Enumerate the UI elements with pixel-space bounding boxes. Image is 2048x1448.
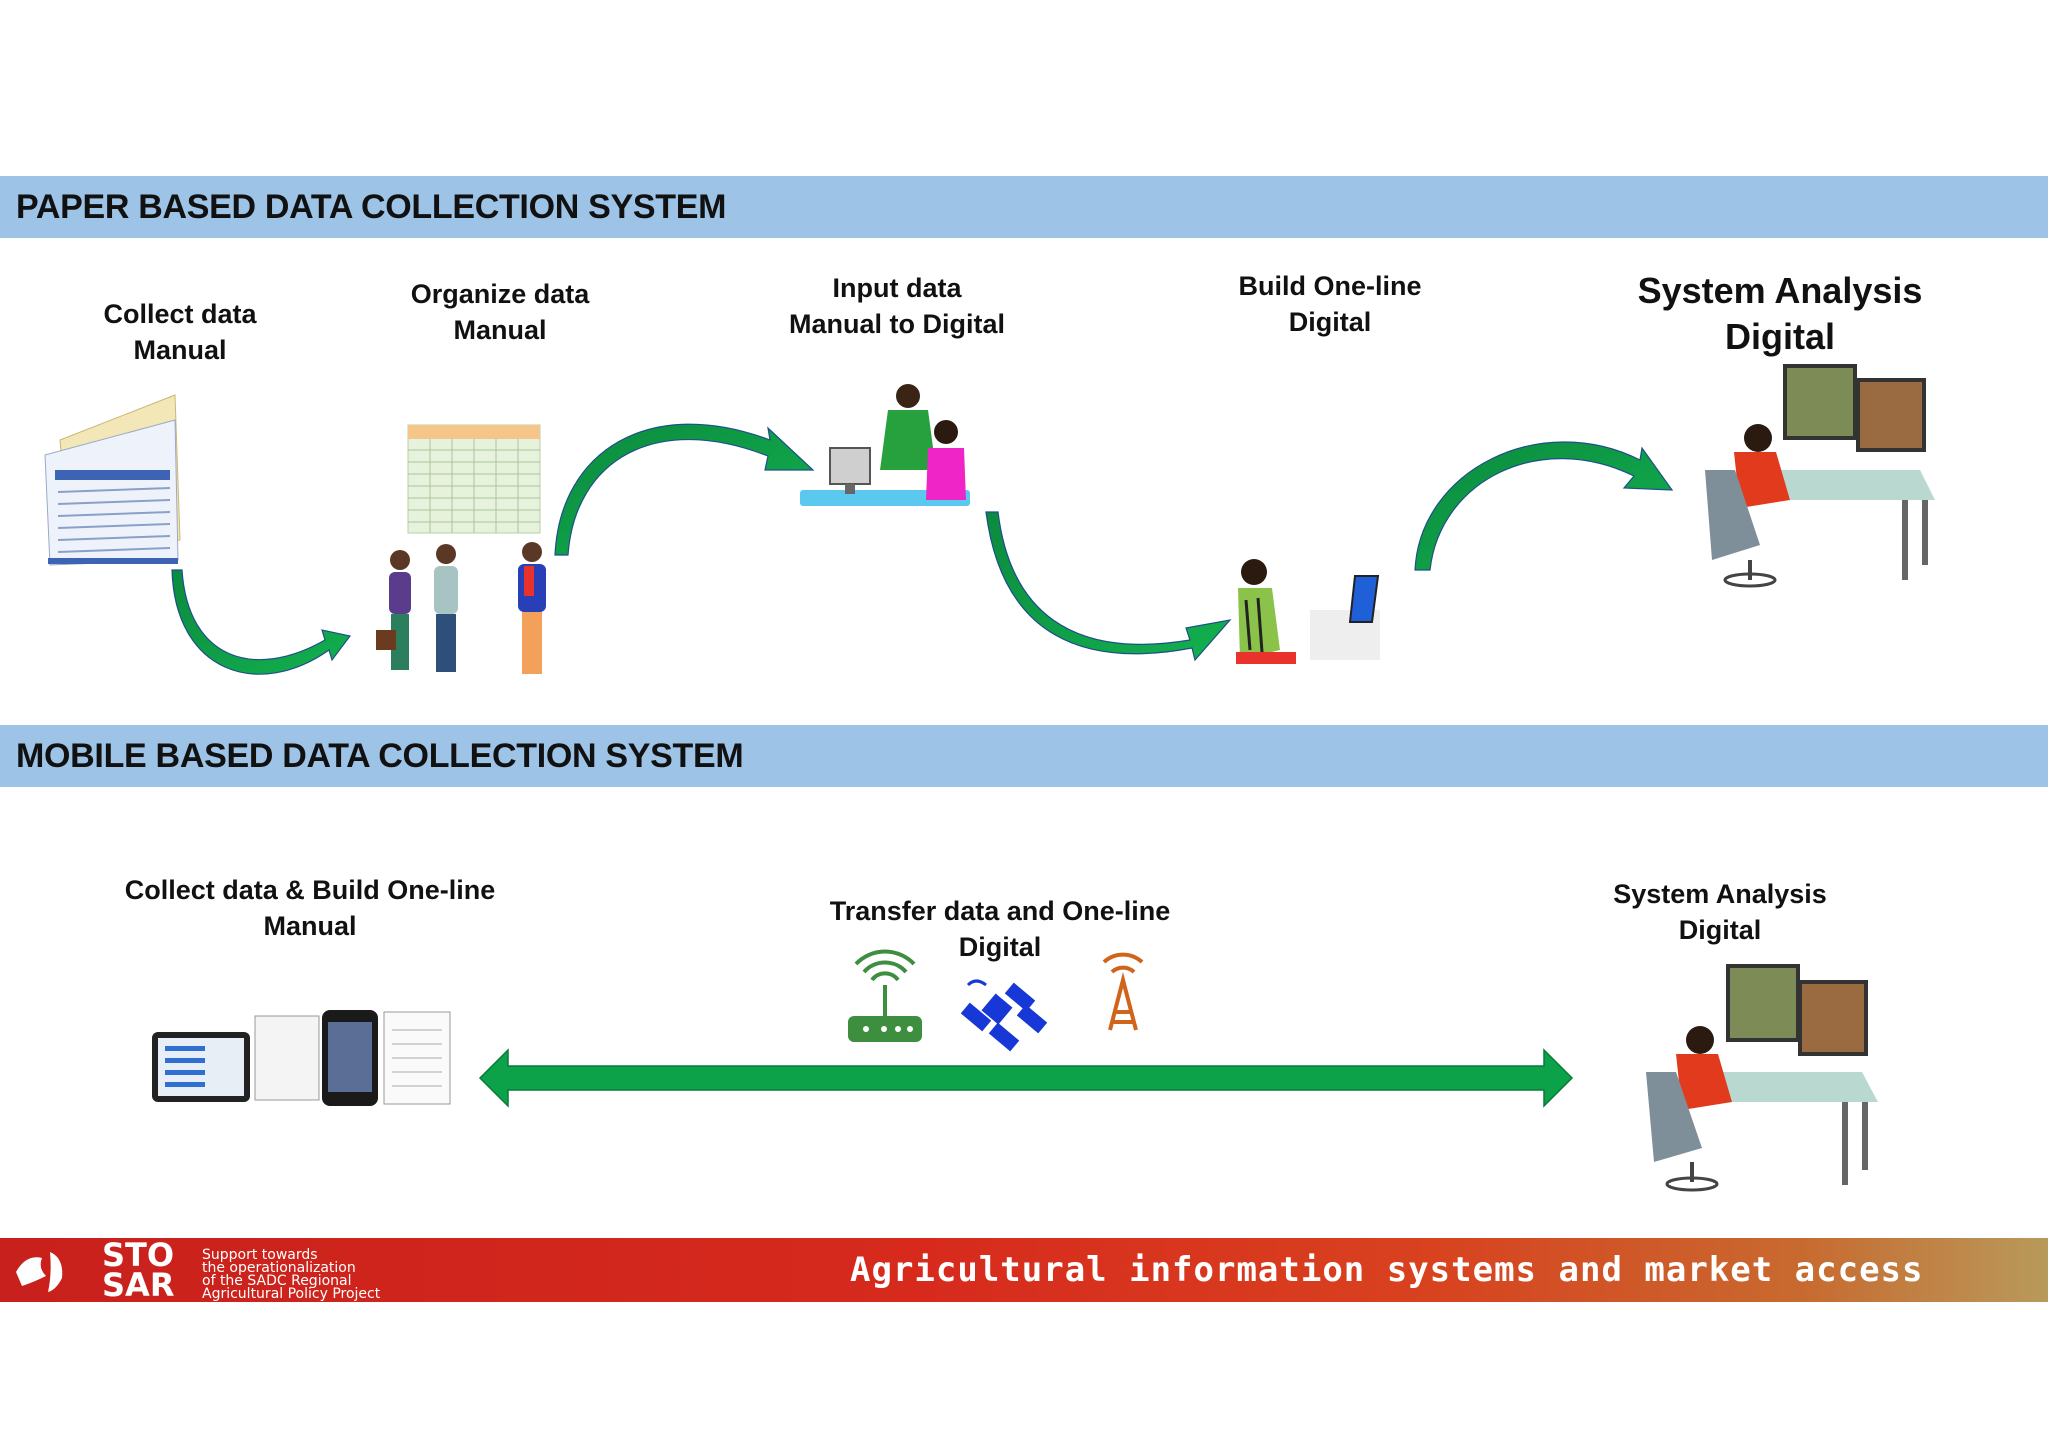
wifi-router-icon [848,949,922,1042]
mobile-step-collect: Collect data & Build One-line Manual [110,872,510,944]
step-mode: Digital [958,932,1042,962]
arrow-build-to-analysis [1414,441,1674,571]
cell-tower-icon [1102,952,1144,1031]
step-mode: Manual [263,911,357,941]
mobile-step-transfer: Transfer data and One-line Digital [810,893,1190,965]
analyst-workstation-image [1705,364,1935,588]
paper-flow-arrows [171,423,1674,675]
step-title: Build One-line [1238,271,1422,301]
logo-text-sar: SAR [102,1268,175,1302]
step-title: Collect data & Build One-line [124,875,496,905]
support-line-2: the operationalization [202,1260,356,1276]
step-mode: Manual [133,335,227,365]
paper-section-title: PAPER BASED DATA COLLECTION SYSTEM [16,188,727,226]
step-title: Transfer data and One-line [829,896,1171,926]
footer-tagline: Agricultural information systems and mar… [850,1250,1924,1290]
step-mode: Digital [1678,915,1762,945]
mobile-section-title: MOBILE BASED DATA COLLECTION SYSTEM [16,737,744,775]
step-mode: Digital [1724,316,1835,357]
arrow-collect-to-organize [171,569,352,675]
support-line-4: Agricultural Policy Project [202,1286,381,1302]
spreadsheet-image [407,424,541,534]
step-title: Input data [832,273,962,303]
footer-banner: STO SAR Support towards the operationali… [0,1238,2048,1302]
step-title: Collect data [103,299,257,329]
step-mode: Manual to Digital [789,309,1005,339]
analyst-workstation-image-mobile [1646,964,1878,1192]
step-title: Organize data [410,279,590,309]
paper-step-organize: Organize data Manual [380,276,620,348]
three-people-image [376,542,546,674]
mobile-section-band: MOBILE BASED DATA COLLECTION SYSTEM [0,725,2048,787]
input-data-people-image [800,384,970,506]
support-line-3: of the SADC Regional [202,1273,352,1289]
mobile-devices-image [152,1010,451,1106]
step-mode: Manual [453,315,547,345]
woman-at-laptop-image [1236,559,1380,664]
arrow-organize-to-input [554,423,815,556]
paper-section-band: PAPER BASED DATA COLLECTION SYSTEM [0,176,2048,238]
paper-step-analysis: System Analysis Digital [1620,268,1940,360]
paper-step-build: Build One-line Digital [1210,268,1450,340]
paper-forms-image [44,394,181,566]
support-line-1: Support towards [202,1247,318,1263]
paper-step-input: Input data Manual to Digital [760,270,1034,342]
mobile-step-analysis: System Analysis Digital [1580,876,1860,948]
arrow-input-to-build [985,511,1232,662]
logo-text-sto: STO [102,1236,175,1274]
satellite-icon [960,979,1048,1052]
step-title: System Analysis [1613,879,1827,909]
step-mode: Digital [1288,307,1372,337]
step-title: System Analysis [1637,270,1923,311]
stosar-logo-icon [16,1252,63,1292]
transfer-double-arrow [478,1048,1574,1108]
paper-step-collect: Collect data Manual [60,296,300,368]
